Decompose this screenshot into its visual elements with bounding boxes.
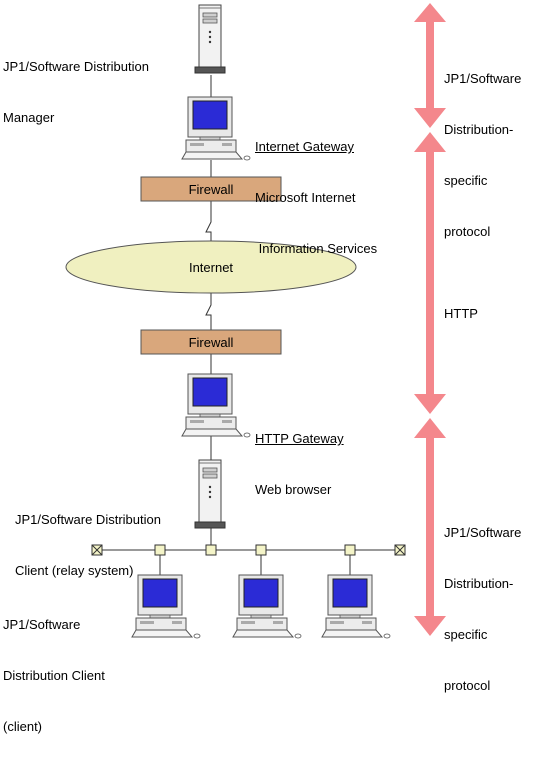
diagram-canvas <box>65 3 446 639</box>
protocol-label-2: HTTP <box>444 271 478 356</box>
firewall-bottom-box <box>140 329 282 355</box>
internet-label: Internet <box>188 260 234 275</box>
internet-gateway-detail: Microsoft Internet <box>255 190 356 205</box>
protocol-label-line: JP1/Software <box>444 71 522 86</box>
client-label-line: JP1/Software <box>3 617 81 632</box>
http-gateway-title: HTTP Gateway <box>255 431 344 446</box>
relay-server-icon <box>194 459 226 529</box>
internet-gateway-title: Internet Gateway <box>255 139 354 154</box>
protocol-label-3: JP1/Software Distribution- specific prot… <box>444 490 521 728</box>
protocol-label-line: JP1/Software <box>444 525 522 540</box>
relay-client-label: JP1/Software Distribution Client (relay … <box>15 477 161 613</box>
lan-node-icon <box>344 544 356 556</box>
internet-gateway-detail: Information Services <box>255 241 378 256</box>
protocol-label-line: HTTP <box>444 306 478 321</box>
protocol-label-line: protocol <box>444 224 491 239</box>
http-gateway-detail: Web browser <box>255 482 332 497</box>
protocol-label-line: Distribution- <box>444 122 514 137</box>
manager-label-line: Manager <box>3 110 55 125</box>
protocol-arrow-3 <box>414 418 446 636</box>
internet-gateway-pc-icon <box>181 96 251 161</box>
protocol-label-line: protocol <box>444 678 491 693</box>
lan-terminator-icon <box>394 544 406 556</box>
protocol-label-line: specific <box>444 627 488 642</box>
firewall-top-label: Firewall <box>188 182 234 197</box>
client-label-line: (client) <box>3 719 43 734</box>
internet-ellipse <box>65 240 357 294</box>
protocol-label-line: Distribution- <box>444 576 514 591</box>
manager-label: JP1/Software Distribution Manager <box>3 24 149 160</box>
relay-client-label-line: Client (relay system) <box>15 563 134 578</box>
http-gateway-label: HTTP Gateway Web browser <box>255 396 344 532</box>
link-internet-firewall <box>205 292 212 330</box>
client-pc-icon <box>232 574 302 639</box>
lan-node-icon <box>205 544 217 556</box>
manager-label-line: JP1/Software Distribution <box>3 59 149 74</box>
protocol-label-1: JP1/Software Distribution- specific prot… <box>444 36 521 274</box>
protocol-label-line: specific <box>444 173 488 188</box>
internet-gateway-label: Internet Gateway Microsoft Internet Info… <box>255 104 377 291</box>
protocol-arrow-2 <box>414 132 446 414</box>
client-pc-icon <box>321 574 391 639</box>
client-label-line: Distribution Client <box>3 668 105 683</box>
client-label: JP1/Software Distribution Client (client… <box>3 582 105 769</box>
firewall-top-box <box>140 176 282 202</box>
manager-server-icon <box>194 4 226 74</box>
protocol-arrow-1 <box>414 3 446 128</box>
protocol-arrows <box>414 3 446 636</box>
relay-client-label-line: JP1/Software Distribution <box>15 512 161 527</box>
link-firewall-internet <box>205 201 212 242</box>
network-diagram: JP1/Software Distribution Manager Intern… <box>3 3 521 734</box>
firewall-bottom-label: Firewall <box>188 335 234 350</box>
http-gateway-pc-icon <box>181 373 251 438</box>
lan-node-icon <box>255 544 267 556</box>
